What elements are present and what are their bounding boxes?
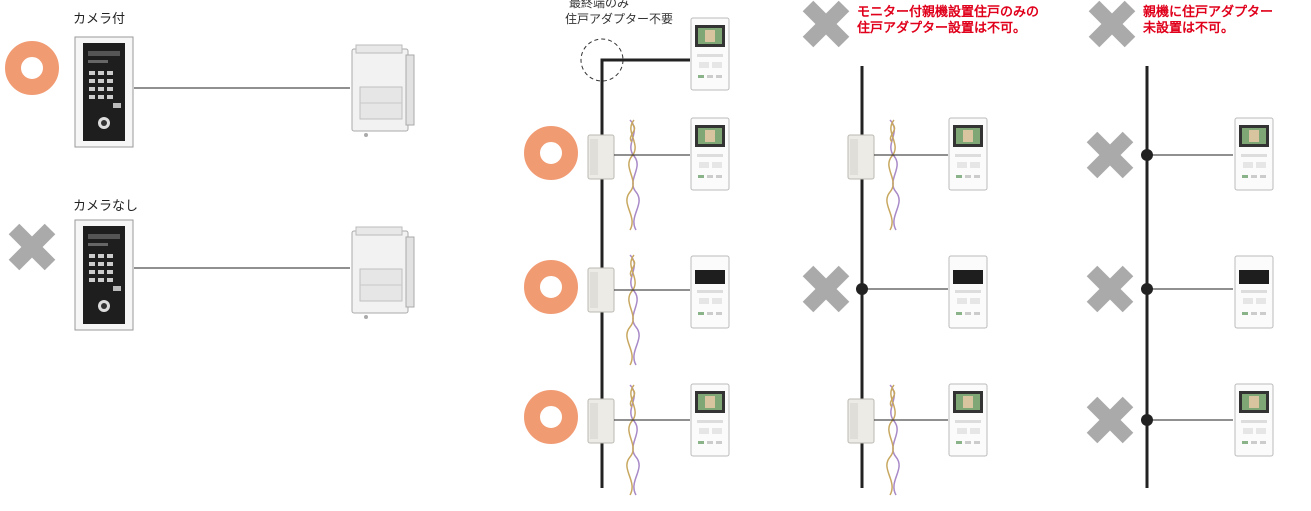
adapter bbox=[587, 134, 615, 180]
monitor-row3 bbox=[948, 383, 988, 457]
adapter bbox=[587, 267, 615, 313]
monitor-top bbox=[690, 17, 730, 91]
ng-mark-icon bbox=[808, 271, 844, 307]
camera-without-row bbox=[14, 219, 415, 331]
entrance-panel-no-camera bbox=[74, 219, 134, 331]
monitor-row3 bbox=[1234, 383, 1274, 457]
adapter bbox=[587, 398, 615, 444]
note-last-terminal: 最終端のみ bbox=[569, 0, 630, 10]
cable bbox=[626, 119, 640, 231]
control-unit bbox=[351, 44, 415, 138]
panel-ng1-diagram bbox=[808, 6, 988, 496]
cable bbox=[886, 384, 900, 496]
warning-no-adapter-line2: 未設置は不可。 bbox=[1143, 21, 1235, 36]
warning-monitor-only-line1: モニター付親機設置住戸のみの bbox=[857, 5, 1040, 20]
warning-no-adapter-line1: 親機に住戸アダプター bbox=[1143, 5, 1274, 20]
ok-mark-icon bbox=[532, 398, 570, 436]
ng-mark-icon bbox=[808, 6, 844, 42]
monitor-row3 bbox=[690, 383, 730, 457]
monitor-row1 bbox=[690, 117, 730, 191]
cable bbox=[626, 254, 640, 366]
ng-mark-icon bbox=[1092, 271, 1128, 307]
cable bbox=[886, 119, 900, 231]
ng-mark-icon bbox=[1092, 402, 1128, 438]
camera-with-label: カメラ付 bbox=[73, 12, 126, 27]
panel-ok-diagram bbox=[532, 17, 730, 496]
monitor-row1 bbox=[948, 117, 988, 191]
camera-with-row bbox=[13, 36, 415, 148]
audio-unit-row2 bbox=[948, 255, 988, 329]
entrance-panel-camera bbox=[74, 36, 134, 148]
ng-mark-icon bbox=[1094, 6, 1130, 42]
adapter bbox=[847, 398, 875, 444]
control-unit bbox=[351, 226, 415, 320]
audio-unit-row2 bbox=[1234, 255, 1274, 329]
ok-mark-icon bbox=[532, 268, 570, 306]
audio-unit-row2 bbox=[690, 255, 730, 329]
ng-mark-icon bbox=[14, 229, 50, 265]
ng-mark-icon bbox=[1092, 137, 1128, 173]
camera-without-label: カメラなし bbox=[73, 199, 139, 214]
adapter bbox=[847, 134, 875, 180]
trunk-line bbox=[600, 58, 690, 488]
cable bbox=[626, 384, 640, 496]
ok-mark-icon bbox=[532, 134, 570, 172]
panel-ng2-diagram bbox=[1092, 6, 1274, 488]
ok-mark-icon bbox=[13, 49, 51, 87]
monitor-row1 bbox=[1234, 117, 1274, 191]
note-adapter-not-required: 住戸アダプター不要 bbox=[565, 12, 674, 26]
warning-monitor-only-line2: 住戸アダプター設置は不可。 bbox=[857, 21, 1027, 36]
